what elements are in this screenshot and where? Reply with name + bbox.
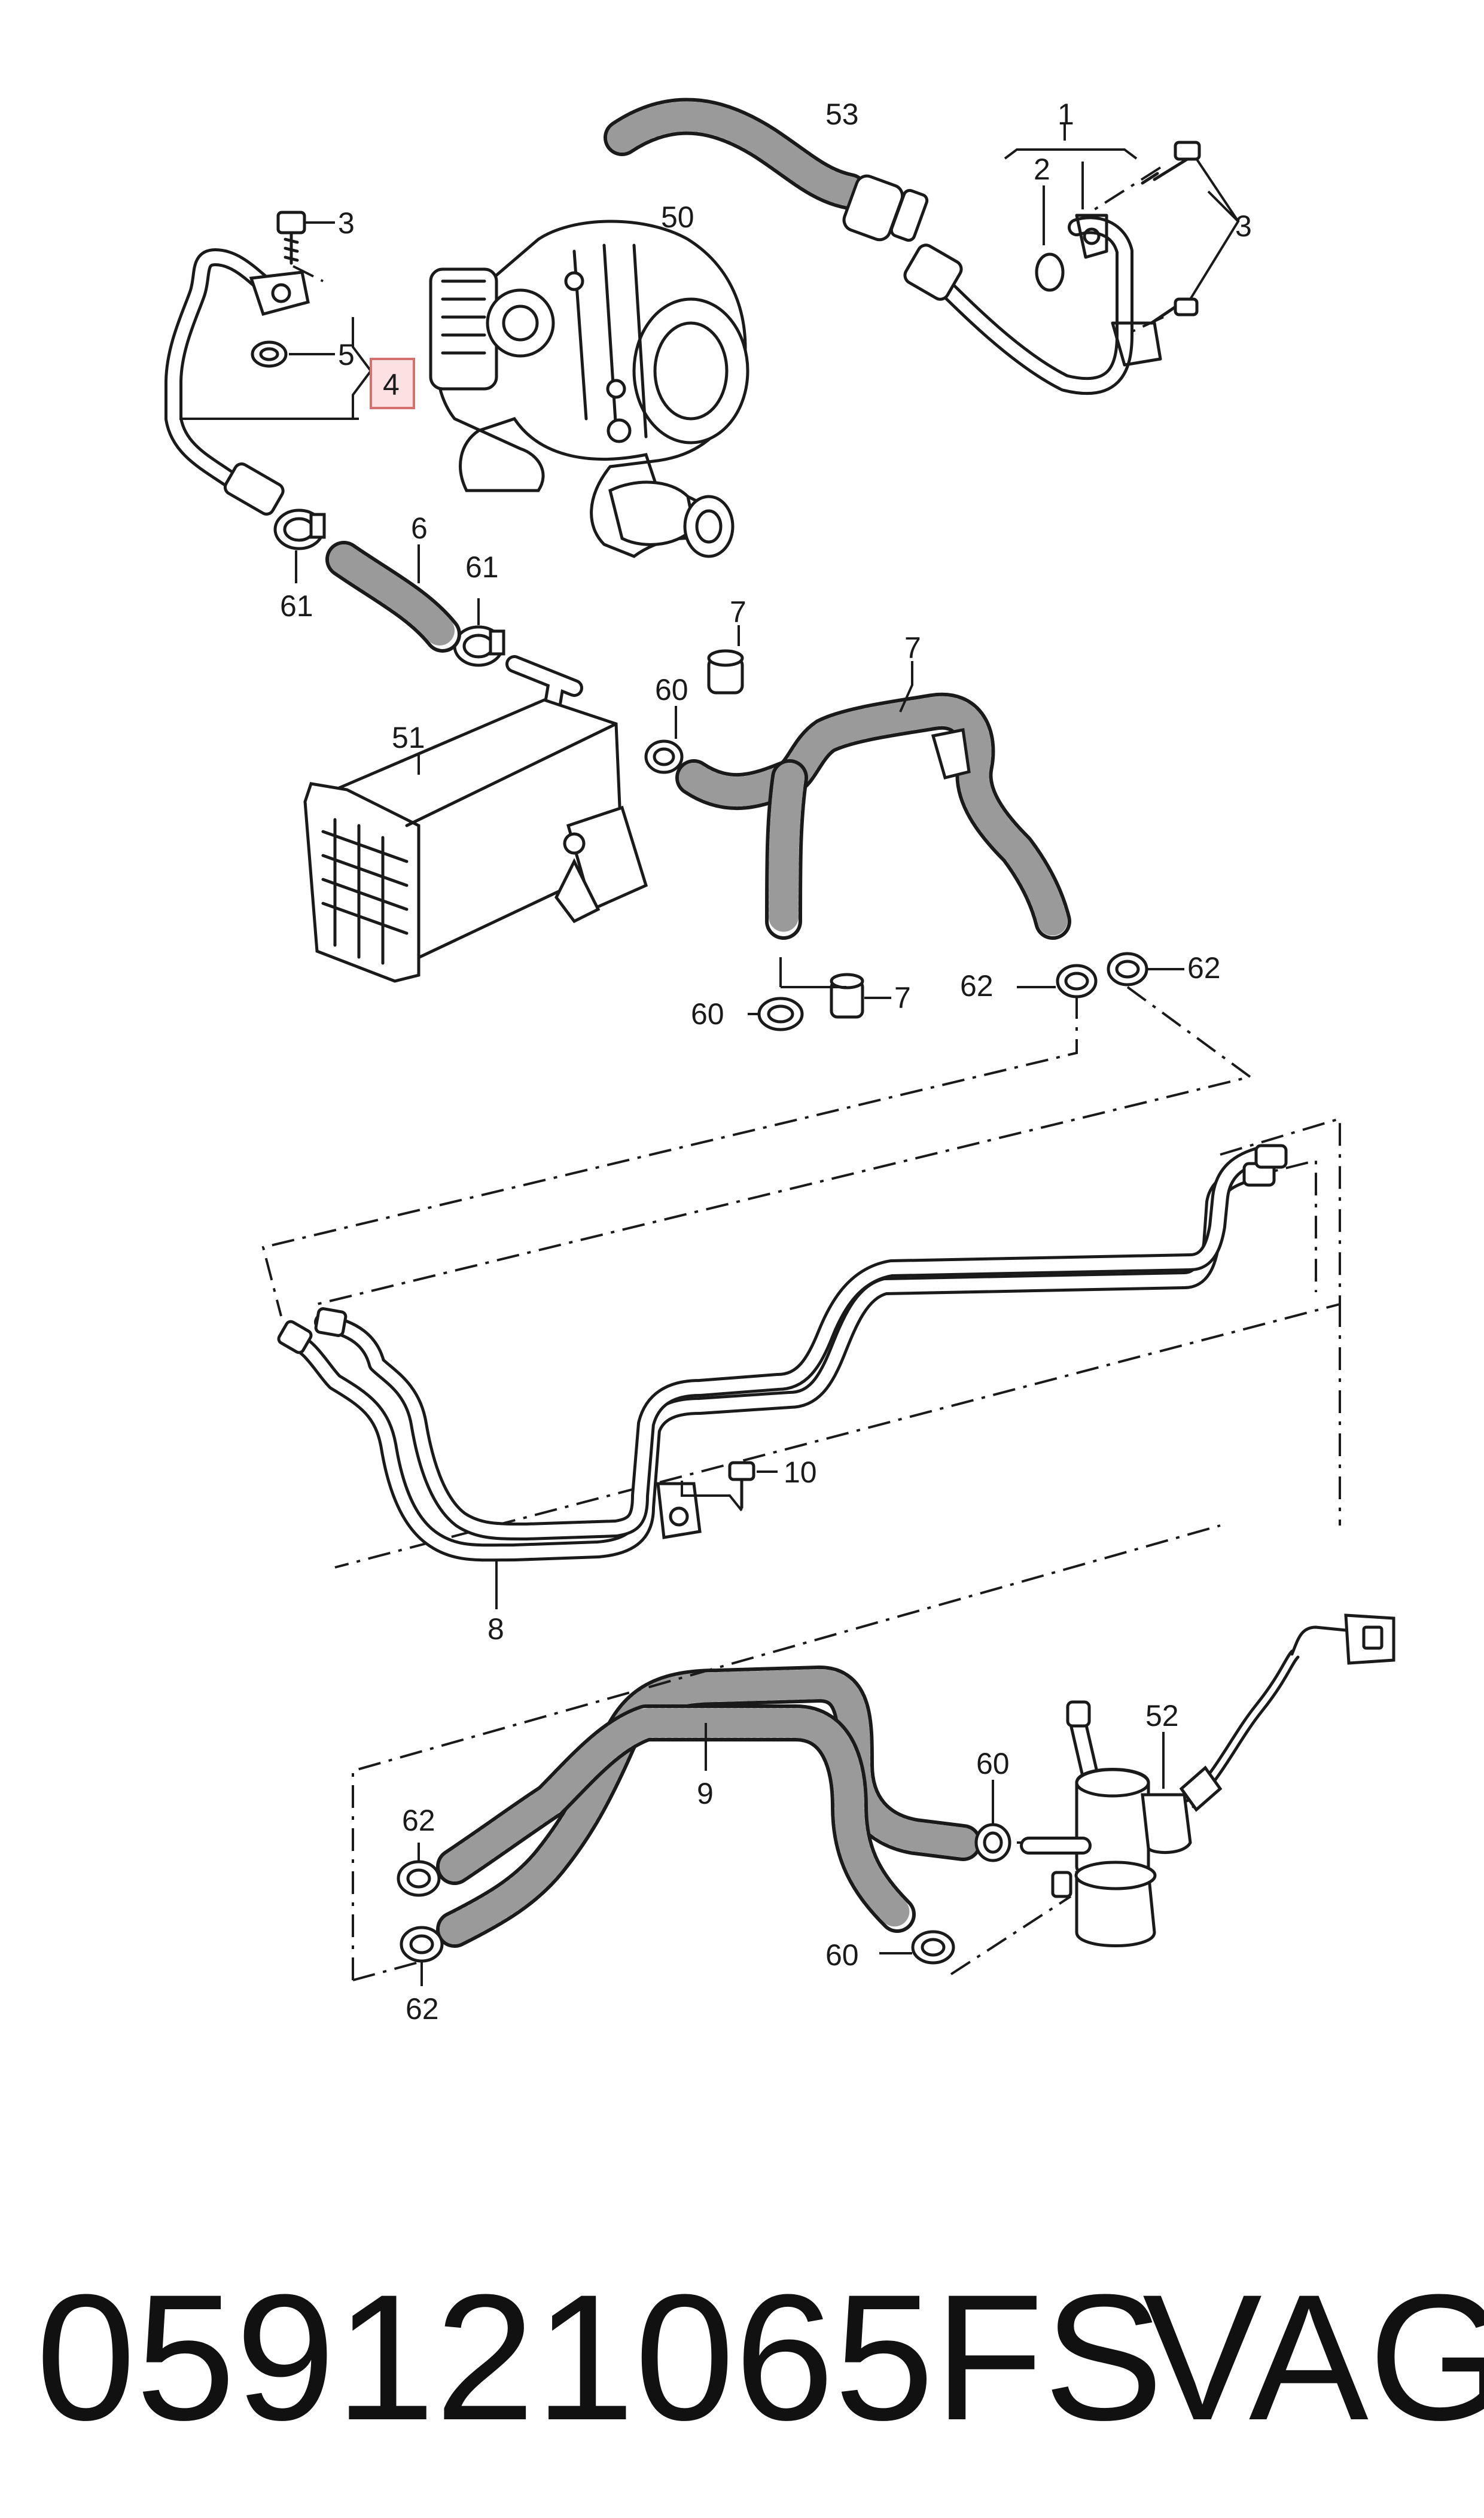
label-62-lower-bottom: 62 (406, 1992, 439, 2026)
label-5: 5 (338, 338, 355, 372)
coolant-pipe-1 (903, 214, 1162, 395)
label-4[interactable]: 4 (383, 368, 400, 401)
clamp-61-b (453, 625, 505, 667)
label-60-pump-bottom: 60 (825, 1938, 859, 1972)
footer: 059121065FS VAG (0, 2225, 1484, 2489)
clamp-62-d (401, 1928, 444, 1986)
turbocharger-50 (429, 220, 749, 558)
label-51: 51 (392, 721, 425, 754)
label-7-cap: 7 (730, 595, 746, 629)
label-10: 10 (784, 1456, 817, 1489)
callout-labels: 53 1 2 3 3 50 5 4 6 61 61 7 7 7 60 60 51… (280, 98, 1252, 2026)
coolant-pipe-left (164, 248, 310, 516)
seal-5 (251, 340, 288, 368)
label-7-hose: 7 (904, 631, 921, 665)
label-7-bottom: 7 (894, 981, 911, 1015)
bolt-10 (681, 1461, 778, 1512)
label-61-left: 61 (280, 589, 313, 623)
bolt-3-top-right-a (1141, 141, 1201, 185)
leaders-left-top (179, 221, 373, 420)
hose-6 (325, 541, 461, 653)
clamp-60-a (644, 706, 684, 774)
coolant-pipe-8 (277, 1144, 1288, 1609)
label-2: 2 (1034, 153, 1050, 186)
hose-7 (675, 625, 1071, 940)
label-1: 1 (1058, 98, 1074, 131)
cap-7-top (707, 649, 744, 695)
parts-diagram: 53 1 2 3 3 50 5 4 6 61 61 7 7 7 60 60 51… (0, 0, 1395, 2026)
coolant-pump-52 (1020, 1613, 1395, 1947)
clamp-62-c (397, 1843, 441, 1897)
label-53: 53 (825, 98, 859, 131)
label-3-left: 3 (338, 206, 355, 240)
brand-name: VAG (1142, 2257, 1484, 2458)
hose-9 (436, 1666, 982, 1948)
leaders-top-right (1004, 123, 1240, 336)
hose-53 (604, 98, 929, 242)
clamp-62-a (1017, 964, 1098, 998)
dashed-links-middle (261, 986, 1341, 1569)
clamp-60-c (974, 1780, 1011, 1862)
bolt-3-left (276, 211, 306, 265)
label-60-pump-top: 60 (976, 1747, 1010, 1780)
label-52: 52 (1145, 1699, 1179, 1733)
clamp-60-b (748, 957, 846, 1031)
label-9: 9 (697, 1777, 714, 1810)
label-8: 8 (487, 1612, 504, 1646)
clamp-62-b (1107, 952, 1184, 987)
label-50: 50 (661, 200, 694, 234)
label-62-left: 62 (960, 969, 994, 1003)
label-62-right: 62 (1187, 951, 1221, 985)
label-62-lower-top: 62 (402, 1804, 435, 1837)
clamp-61-a (273, 509, 326, 550)
label-6: 6 (411, 511, 428, 545)
egr-cooler-51 (303, 698, 648, 983)
part-number: 059121065FS (36, 2257, 1163, 2458)
cap-7-bottom (830, 973, 891, 1019)
clamp-60-d (879, 1930, 955, 1965)
label-61-right: 61 (465, 550, 499, 584)
highlight-part-4[interactable] (370, 358, 415, 409)
label-3-right: 3 (1235, 209, 1252, 243)
leaders-61 (295, 550, 480, 625)
label-60-top: 60 (655, 673, 688, 707)
label-60-mid: 60 (691, 997, 724, 1031)
